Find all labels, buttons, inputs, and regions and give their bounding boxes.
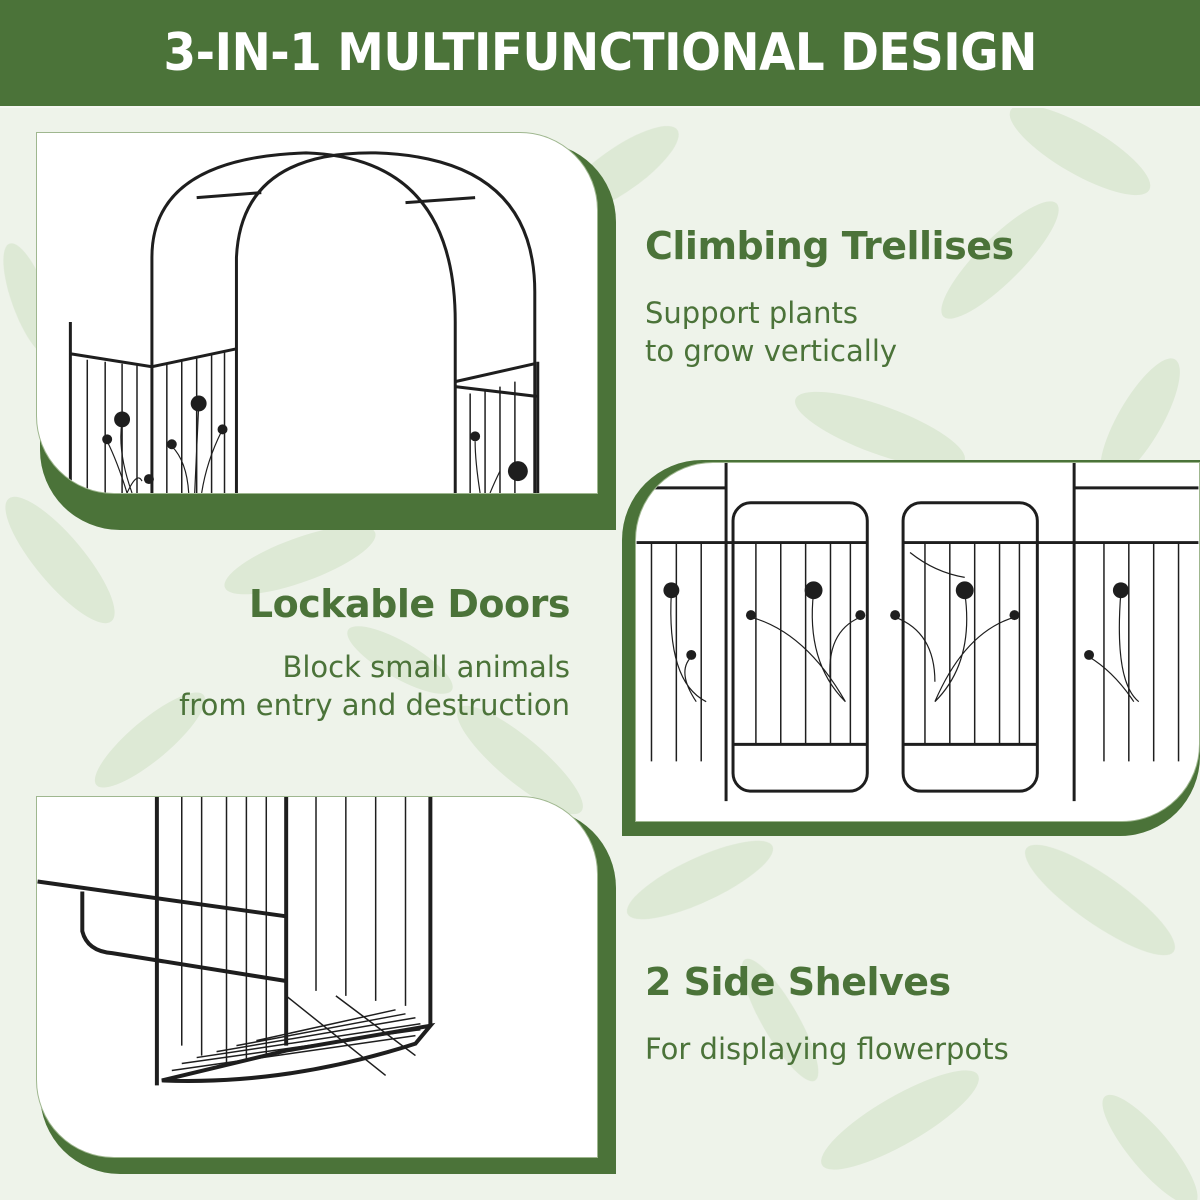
feature-description-line: to grow vertically	[645, 333, 898, 368]
feature-title: Climbing Trellises	[645, 224, 1014, 268]
feature-title: Lockable Doors	[248, 582, 571, 626]
trellis-image-panel	[36, 132, 616, 530]
feature-title: 2 Side Shelves	[645, 960, 951, 1004]
trellis-image-card	[36, 132, 598, 494]
feature-lockable-doors: Lockable Doors Block small animals from …	[179, 582, 571, 724]
side-shelf-image	[37, 797, 436, 1086]
feature-description-line: For displaying flowerpots	[645, 1031, 1009, 1066]
shelves-image-card	[36, 796, 598, 1158]
feature-description: Block small animals from entry and destr…	[179, 648, 570, 724]
shelves-image-panel	[36, 796, 616, 1174]
doors-image-card	[635, 462, 1200, 822]
feature-description-line: Support plants	[645, 295, 858, 330]
feature-climbing-trellises: Climbing Trellises Support plants to gro…	[645, 224, 1014, 370]
header-banner: 3-IN-1 MULTIFUNCTIONAL DESIGN	[0, 0, 1200, 108]
double-gate-image	[636, 463, 1199, 802]
doors-image-panel	[622, 460, 1200, 836]
arch-trellis-image	[68, 151, 540, 493]
banner-title: 3-IN-1 MULTIFUNCTIONAL DESIGN	[163, 23, 1037, 83]
feature-description-line: from entry and destruction	[179, 687, 570, 722]
feature-description: For displaying flowerpots	[645, 1030, 1009, 1068]
feature-description: Support plants to grow vertically	[645, 294, 1014, 370]
feature-side-shelves: 2 Side Shelves For displaying flowerpots	[645, 960, 1009, 1068]
feature-description-line: Block small animals	[282, 649, 570, 684]
